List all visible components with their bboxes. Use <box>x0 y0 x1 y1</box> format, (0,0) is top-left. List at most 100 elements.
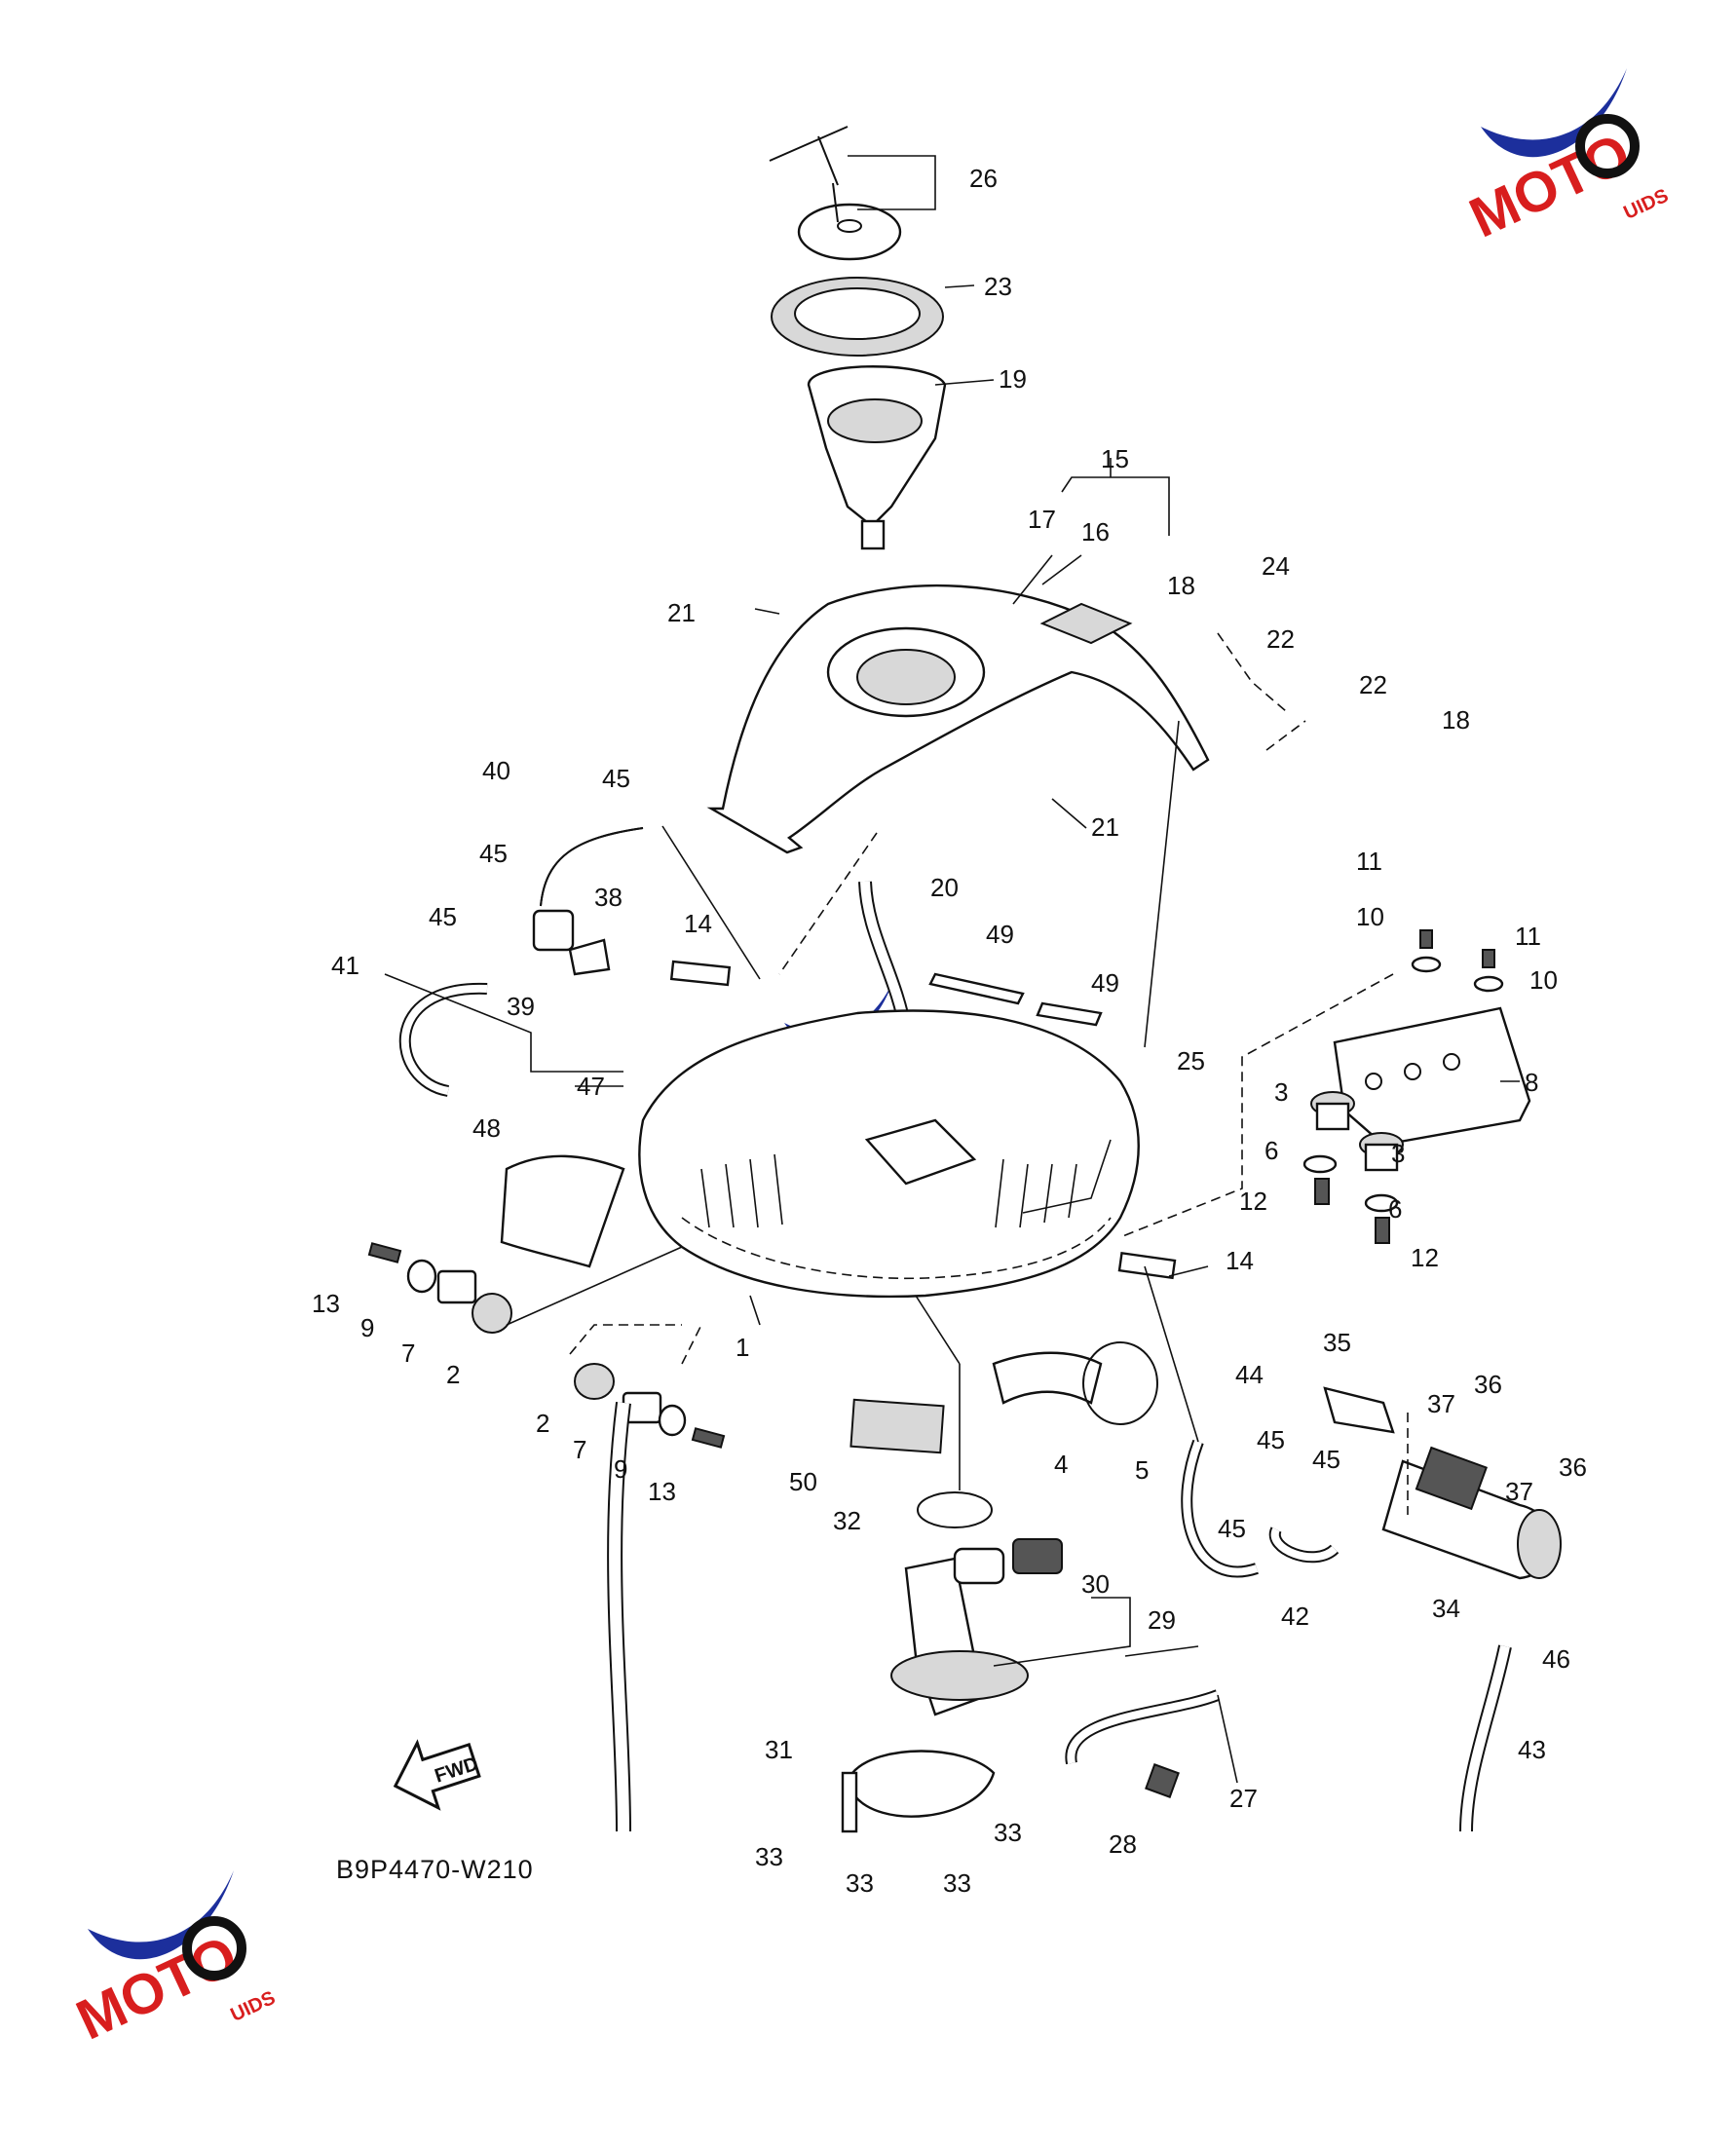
callout: 34 <box>1432 1594 1460 1623</box>
callout: 7 <box>573 1435 586 1464</box>
callout: 33 <box>755 1842 783 1871</box>
fuel-cap <box>769 126 902 261</box>
callout: 45 <box>479 839 508 868</box>
callout: 14 <box>1226 1246 1254 1275</box>
bracket-35 <box>1323 1386 1395 1434</box>
callout: 16 <box>1081 517 1110 547</box>
callout: 26 <box>969 164 998 193</box>
clamp-5 <box>1082 1341 1158 1425</box>
callout: 9 <box>360 1313 374 1342</box>
callout: 4 <box>1054 1450 1068 1479</box>
callout: 6 <box>1264 1136 1278 1165</box>
plate-31 <box>850 1750 996 1818</box>
callout: 21 <box>667 598 696 627</box>
callout: 24 <box>1262 551 1290 581</box>
pad-14 <box>669 960 732 987</box>
bracket-8 <box>1333 1006 1531 1147</box>
callout: 46 <box>1542 1644 1570 1674</box>
callout: 10 <box>1356 902 1384 931</box>
callout: 36 <box>1559 1452 1587 1482</box>
callout: 45 <box>1312 1445 1340 1474</box>
callout: 47 <box>577 1072 605 1101</box>
bracket-39 <box>568 938 611 976</box>
callout: 35 <box>1323 1328 1351 1357</box>
callout: 45 <box>1218 1514 1246 1543</box>
valve-38 <box>532 909 575 952</box>
callout: 45 <box>1257 1425 1285 1454</box>
callout: 14 <box>684 909 712 938</box>
callout: 25 <box>1177 1046 1205 1075</box>
callout: 45 <box>602 764 630 793</box>
callout: 33 <box>846 1868 874 1898</box>
logo-suffix: UIDS <box>227 1987 279 2026</box>
callout: 3 <box>1274 1077 1288 1107</box>
callout: 18 <box>1167 571 1195 600</box>
callout: 22 <box>1359 670 1387 699</box>
protector-4 <box>992 1351 1103 1405</box>
mount-set-left <box>367 1242 726 1449</box>
callout: 1 <box>736 1333 749 1362</box>
strip-49 <box>1036 1001 1103 1027</box>
callout: 37 <box>1427 1389 1455 1418</box>
callout: 7 <box>401 1338 415 1368</box>
callout-labels: 26 23 19 15 17 16 21 18 24 22 22 18 21 4… <box>312 164 1587 1898</box>
callout: 8 <box>1525 1068 1538 1097</box>
callout: 48 <box>472 1113 501 1143</box>
callout: 40 <box>482 756 510 785</box>
diagram-code: B9P4470-W210 <box>336 1855 534 1884</box>
callout: 49 <box>986 920 1014 949</box>
cap-ring <box>771 277 944 357</box>
callout: 18 <box>1442 705 1470 735</box>
callout: 2 <box>446 1360 460 1389</box>
pad-14 <box>1117 1251 1177 1280</box>
callout: 11 <box>1515 922 1541 951</box>
callout: 19 <box>999 364 1027 394</box>
callout: 12 <box>1239 1187 1267 1216</box>
callout: 28 <box>1109 1829 1137 1859</box>
callout: 50 <box>789 1467 817 1496</box>
callout: 43 <box>1518 1735 1546 1764</box>
canister-34 <box>1381 1446 1562 1580</box>
callout: 27 <box>1229 1784 1258 1813</box>
swoosh-icon <box>1481 68 1627 158</box>
callout: 37 <box>1505 1477 1533 1506</box>
gasket-32 <box>917 1491 993 1528</box>
callout: 44 <box>1235 1360 1264 1389</box>
connector-28 <box>1145 1763 1180 1798</box>
fwd-arrow-icon: FWD <box>393 1739 481 1811</box>
callout: 13 <box>312 1289 340 1318</box>
tank-ribs <box>700 1153 1077 1228</box>
callout: 33 <box>994 1818 1022 1847</box>
callout: 23 <box>984 272 1012 301</box>
mount-rubbers <box>1302 929 1504 1244</box>
fuel-pump <box>890 1538 1063 1716</box>
callout: 22 <box>1266 624 1295 654</box>
callout: 9 <box>614 1454 627 1484</box>
callout: 31 <box>765 1735 793 1764</box>
logo-top-right: MOTO UIDS <box>1460 68 1672 250</box>
callout: 5 <box>1135 1455 1149 1485</box>
callout: 3 <box>1391 1139 1405 1168</box>
tank-cover <box>706 584 1210 854</box>
callout: 21 <box>1091 812 1119 842</box>
leader-lines <box>384 155 1520 1784</box>
callout: 41 <box>331 951 359 980</box>
callout: 45 <box>429 902 457 931</box>
callout: 20 <box>930 873 959 902</box>
callout: 13 <box>648 1477 676 1506</box>
callout: 38 <box>594 883 623 912</box>
swoosh-icon <box>88 1870 234 1960</box>
logo-bottom-left: MOTO UIDS <box>67 1870 279 2053</box>
callout: 29 <box>1148 1605 1176 1635</box>
callout: 2 <box>536 1409 549 1438</box>
callout: 12 <box>1411 1243 1439 1272</box>
callout: 6 <box>1388 1194 1402 1224</box>
callout: 10 <box>1529 965 1558 995</box>
callout: 39 <box>507 992 535 1021</box>
fuel-tank <box>638 1009 1140 1299</box>
logo-suffix: UIDS <box>1620 185 1672 224</box>
callout: 11 <box>1356 847 1382 876</box>
callout: 42 <box>1281 1602 1309 1631</box>
callout: 49 <box>1091 968 1119 998</box>
